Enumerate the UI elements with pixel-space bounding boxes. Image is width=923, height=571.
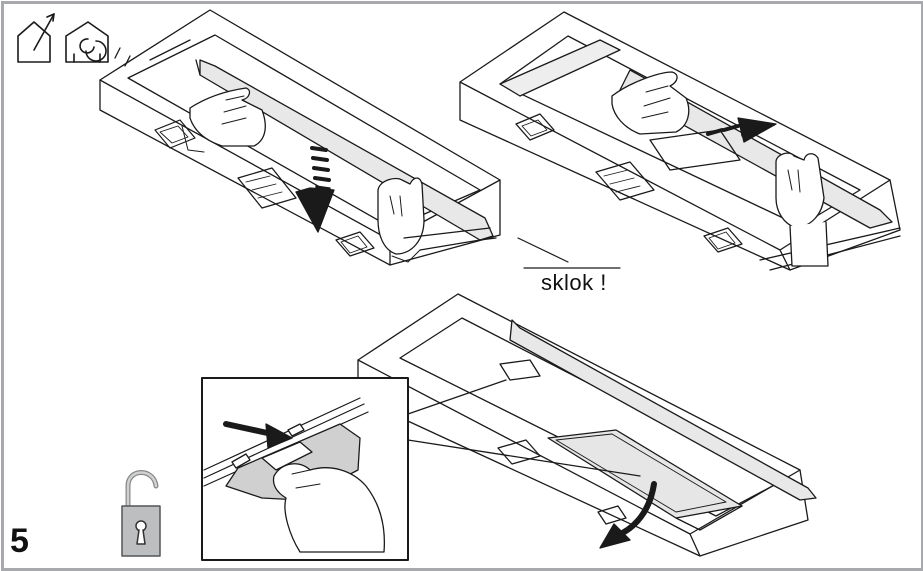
step-number: 5 [10,522,29,560]
hood-left-view [99,9,501,266]
house-arrow-icon [17,13,55,63]
house-recirculation-icon [65,21,109,63]
sound-indicator [517,237,621,269]
sound-label: sklok ! [541,270,607,295]
hood-right-view [459,11,901,271]
open-padlock-icon [121,470,161,557]
detail-inset [201,377,409,561]
hood-bottom-view [357,293,817,557]
